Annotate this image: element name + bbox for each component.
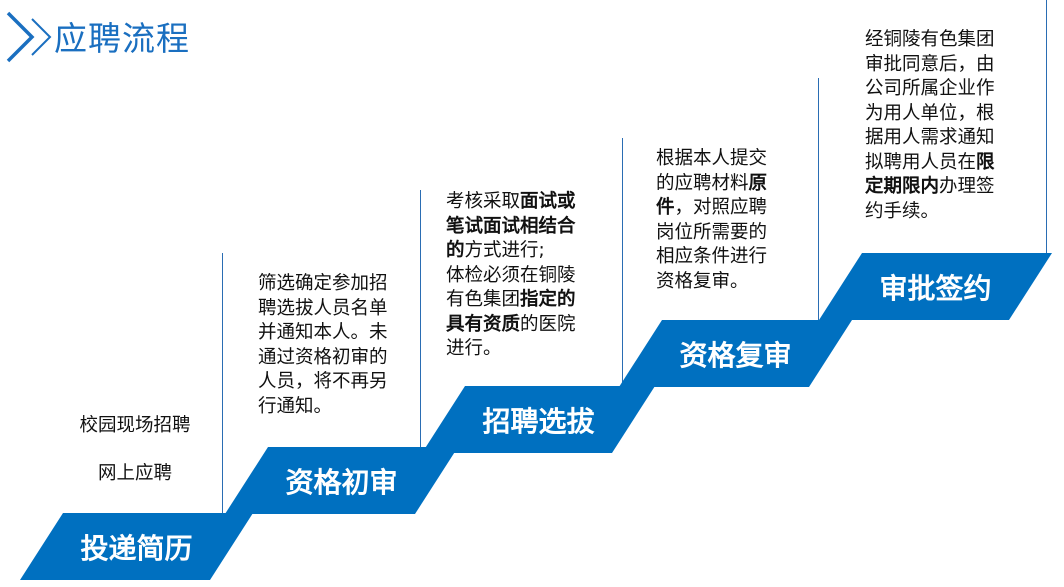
step-band — [20, 513, 253, 580]
text-segment: 并通知本人。未 — [258, 322, 388, 343]
text-segment: 网上应聘 — [97, 463, 172, 484]
step-band — [225, 447, 458, 514]
text-segment: 为用人单位，根 — [865, 102, 995, 124]
text-segment: 相应条件进行 — [656, 246, 768, 267]
double-chevron-icon — [6, 11, 52, 63]
description-line: 通过资格初审的 — [258, 346, 388, 371]
step-band — [422, 386, 655, 453]
description-line: 约手续。 — [865, 200, 995, 225]
step-band — [619, 320, 852, 387]
description-line: 的方式进行; — [446, 239, 576, 264]
step-description: 考核采取面试或笔试面试相结合的方式进行;体检必须在铜陵有色集团指定的具有资质的医… — [446, 190, 576, 362]
step-label: 招聘选拔 — [482, 405, 595, 438]
emphasis-text: 指定的 — [520, 289, 576, 310]
text-segment: ，对照应聘 — [674, 197, 768, 218]
emphasis-text: 面试或 — [520, 191, 576, 212]
step-label: 资格复审 — [679, 339, 792, 372]
text-segment: 有色集团 — [446, 289, 521, 310]
text-segment: 方式进行; — [464, 240, 545, 261]
description-line: 笔试面试相结合 — [446, 215, 576, 240]
emphasis-text: 笔试面试相结合 — [446, 215, 576, 237]
divider-line — [818, 78, 819, 320]
step-description: 经铜陵有色集团审批同意后，由公司所属企业作为用人单位，根据用人需求通知拟聘用人员… — [865, 28, 995, 224]
text-segment: 的应聘材料 — [656, 172, 749, 194]
text-segment: 通过资格初审的 — [258, 346, 388, 368]
divider-line — [622, 138, 623, 386]
page-title: 应聘流程 — [54, 19, 190, 58]
step-description: 校园现场招聘网上应聘 — [70, 402, 200, 498]
step-label: 资格初审 — [285, 466, 398, 499]
description-line: 岗位所需要的 — [656, 221, 767, 246]
text-segment: 审批同意后，由 — [865, 53, 995, 75]
description-line: 据用人需求通知 — [865, 126, 995, 151]
text-segment: 拟聘用人员在 — [865, 151, 977, 173]
description-line: 考核采取面试或 — [446, 190, 576, 215]
text-segment: 考核采取 — [446, 191, 521, 212]
emphasis-text: 具有资质 — [446, 313, 521, 335]
description-line: 并通知本人。未 — [258, 321, 388, 346]
text-segment: 资格复审。 — [656, 270, 749, 292]
description-line: 审批同意后，由 — [865, 53, 995, 78]
emphasis-text: 原 — [748, 172, 768, 194]
description-line: 人员，将不再另 — [258, 370, 388, 395]
text-segment: 岗位所需要的 — [656, 221, 768, 243]
emphasis-text: 定期限内 — [865, 176, 940, 197]
emphasis-text: 限 — [976, 151, 995, 173]
description-line: 经铜陵有色集团 — [865, 28, 995, 53]
text-segment: 约手续。 — [865, 200, 940, 222]
text-segment: 人员，将不再另 — [258, 371, 388, 392]
text-segment: 据用人需求通知 — [865, 127, 995, 148]
description-line: 资格复审。 — [656, 270, 767, 295]
emphasis-text: 的 — [446, 240, 465, 261]
description-line: 相应条件进行 — [656, 245, 767, 270]
divider-line — [1046, 0, 1047, 253]
text-segment: 公司所属企业作 — [865, 78, 995, 99]
description-line: 体检必须在铜陵 — [446, 264, 576, 289]
text-segment: 校园现场招聘 — [79, 415, 191, 436]
description-line: 根据本人提交 — [656, 147, 767, 172]
description-line: 定期限内办理签 — [865, 175, 995, 200]
step-label: 投递简历 — [80, 532, 193, 565]
description-line: 筛选确定参加招 — [258, 272, 388, 297]
text-segment: 行通知。 — [258, 395, 333, 417]
description-line: 为用人单位，根 — [865, 102, 995, 127]
description-line: 公司所属企业作 — [865, 77, 995, 102]
text-segment: 筛选确定参加招 — [258, 273, 388, 294]
description-line: 拟聘用人员在限 — [865, 151, 995, 176]
description-line: 的应聘材料原 — [656, 172, 767, 197]
text-segment: 的医院 — [520, 313, 576, 335]
step-label: 审批签约 — [879, 272, 992, 305]
divider-line — [420, 190, 421, 447]
description-line: 网上应聘 — [70, 450, 200, 498]
text-segment: 根据本人提交 — [656, 148, 768, 169]
description-line: 校园现场招聘 — [70, 402, 200, 450]
text-segment: 聘选拔人员名单 — [258, 297, 388, 319]
text-segment: 进行。 — [446, 338, 502, 359]
emphasis-text: 件 — [656, 197, 675, 218]
step-description: 筛选确定参加招聘选拔人员名单并通知本人。未通过资格初审的人员，将不再另行通知。 — [258, 272, 388, 419]
description-line: 行通知。 — [258, 395, 388, 420]
description-line: 具有资质的医院 — [446, 313, 576, 338]
description-line: 进行。 — [446, 337, 576, 362]
description-line: 件，对照应聘 — [656, 196, 767, 221]
step-band — [819, 253, 1052, 320]
text-segment: 体检必须在铜陵 — [446, 264, 576, 286]
text-segment: 经铜陵有色集团 — [865, 29, 995, 50]
description-line: 有色集团指定的 — [446, 288, 576, 313]
divider-line — [222, 253, 223, 513]
description-line: 聘选拔人员名单 — [258, 297, 388, 322]
text-segment: 办理签 — [939, 176, 995, 197]
step-description: 根据本人提交的应聘材料原件，对照应聘岗位所需要的相应条件进行资格复审。 — [656, 147, 767, 294]
